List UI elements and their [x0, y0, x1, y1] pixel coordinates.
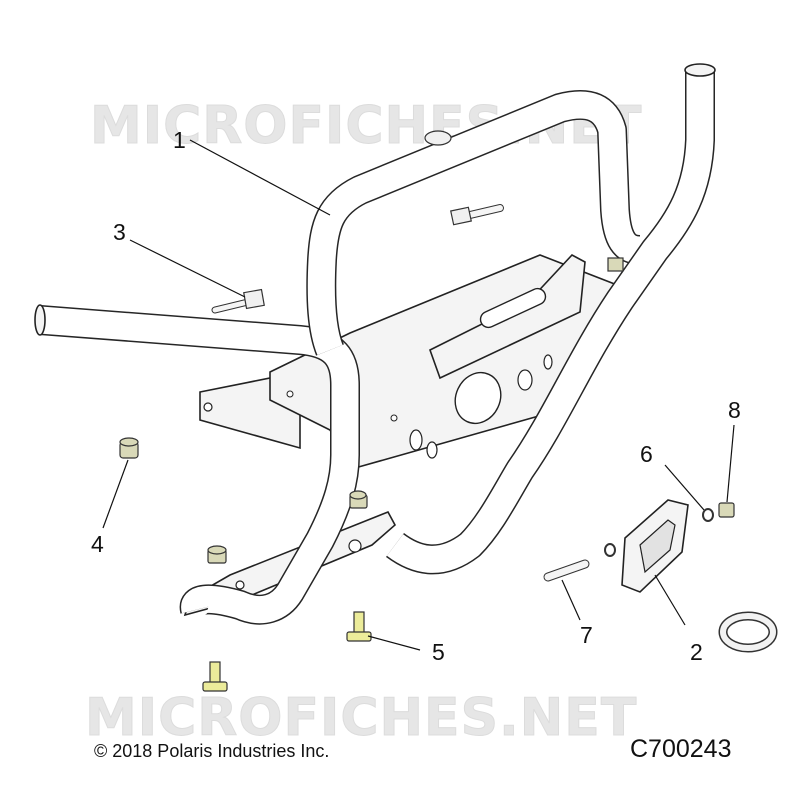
bolt-top-mount [450, 204, 504, 226]
drawing-number: C700243 [630, 735, 732, 763]
top-tab [424, 130, 452, 146]
shackle [718, 611, 778, 653]
callout-8: 8 [728, 397, 741, 423]
callout-7: 7 [580, 622, 593, 648]
callout-5: 5 [432, 639, 445, 665]
watermark-bottom: MICROFICHES.NET [85, 688, 637, 748]
washer-item-6 [702, 508, 714, 522]
callout-3: 3 [113, 219, 126, 245]
callout-4: 4 [91, 531, 104, 557]
pin-item-7 [543, 559, 590, 582]
callout-2: 2 [690, 639, 703, 665]
front-bumper-tube [34, 63, 716, 625]
washer-lower [604, 543, 616, 557]
bolt-lower-left [202, 661, 228, 692]
tow-hook-bracket [621, 499, 689, 593]
nut-right-top [607, 257, 624, 272]
bolt-item-5 [346, 611, 372, 642]
copyright-text: © 2018 Polaris Industries Inc. [94, 741, 330, 761]
callout-6: 6 [640, 441, 653, 467]
nut-item-8 [718, 502, 735, 518]
nut-bracket-left [207, 545, 227, 564]
callout-1: 1 [173, 127, 186, 153]
nut-item-4 [119, 437, 139, 459]
leader-lines [102, 139, 735, 651]
nut-bracket-right [349, 490, 368, 509]
bolt-item-3 [211, 288, 265, 314]
